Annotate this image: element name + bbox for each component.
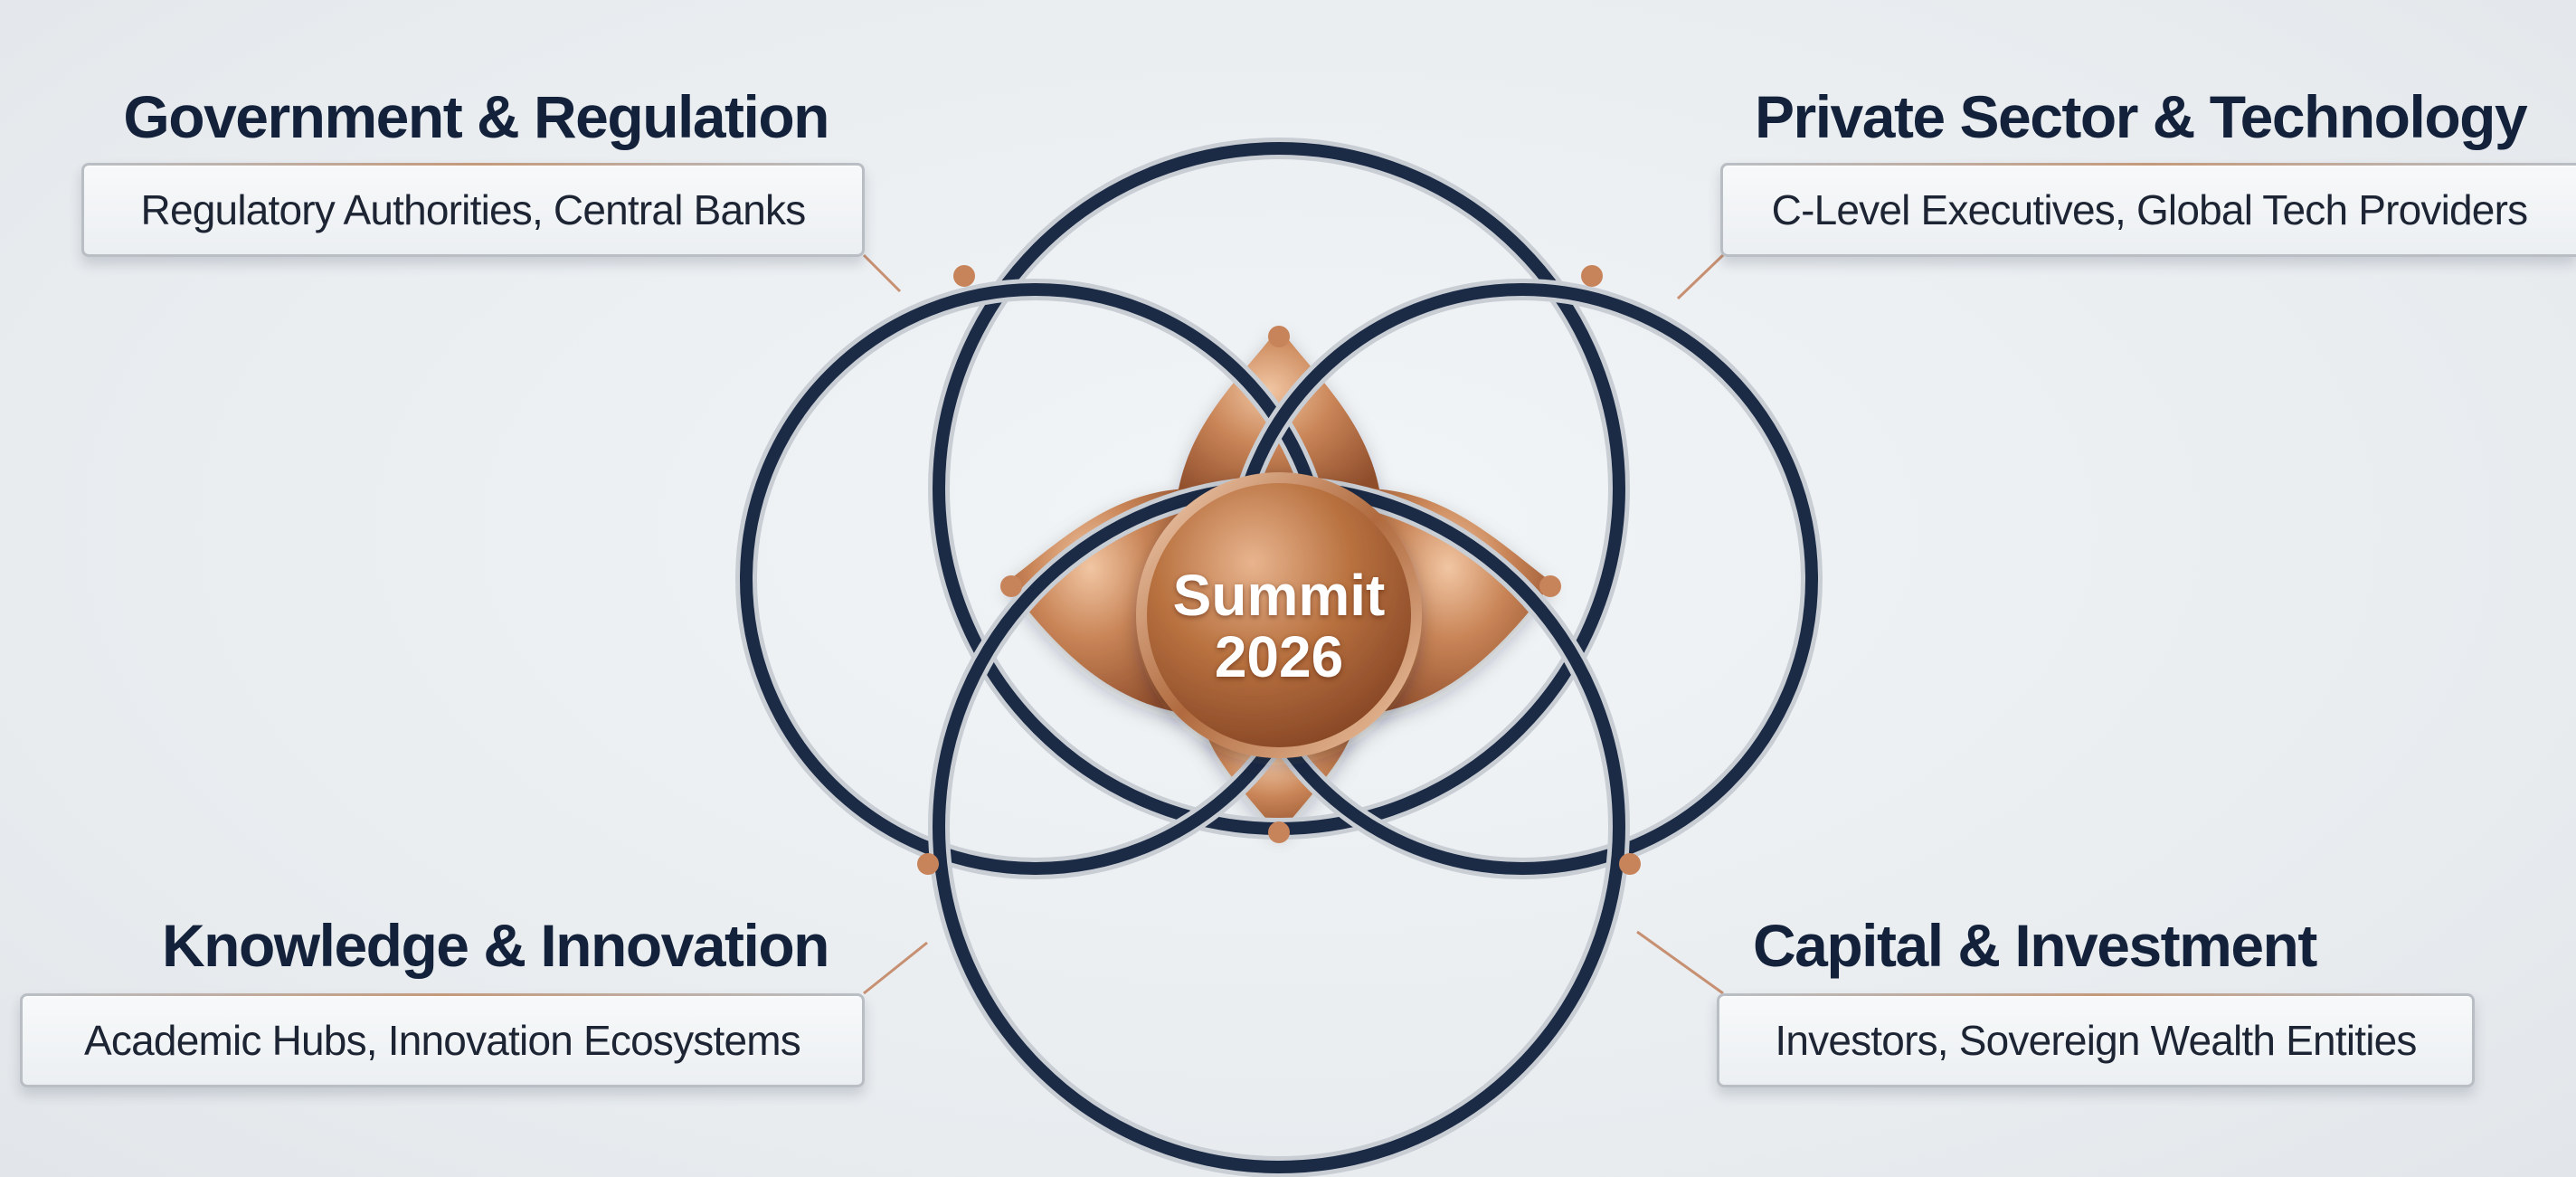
private-sector-technology-subtitle: C-Level Executives, Global Tech Provider… xyxy=(1771,186,2528,233)
crossing-accent xyxy=(1268,326,1290,347)
summit-medal xyxy=(1136,472,1422,758)
knowledge-innovation-box: Academic Hubs, Innovation Ecosystems xyxy=(20,993,865,1087)
government-regulation-subtitle: Regulatory Authorities, Central Banks xyxy=(140,186,807,233)
crossing-accent xyxy=(917,853,939,875)
crossing-accent xyxy=(953,265,975,287)
capital-investment-subtitle: Investors, Sovereign Wealth Entities xyxy=(1775,1017,2417,1064)
connector-lines xyxy=(862,253,1725,995)
government-regulation-title: Government & Regulation xyxy=(123,83,829,150)
crossing-accent xyxy=(1619,853,1641,875)
connector-top-left xyxy=(862,253,902,293)
connector-top-right xyxy=(1676,253,1725,300)
summit-label-line1: Summit xyxy=(1172,563,1386,628)
summit-label: Summit 2026 xyxy=(1173,565,1386,688)
connector-bottom-left xyxy=(863,941,928,995)
knowledge-innovation-subtitle: Academic Hubs, Innovation Ecosystems xyxy=(84,1017,801,1064)
capital-investment-box: Investors, Sovereign Wealth Entities xyxy=(1717,993,2475,1087)
crossing-accent xyxy=(1000,575,1022,597)
crossing-accent xyxy=(1581,265,1603,287)
crossing-accents xyxy=(917,265,1641,875)
capital-investment-title: Capital & Investment xyxy=(1753,912,2317,979)
knowledge-innovation-title: Knowledge & Innovation xyxy=(162,912,830,979)
connector-bottom-right xyxy=(1636,930,1724,995)
summit-label-line2: 2026 xyxy=(1214,624,1344,689)
private-sector-technology-box: C-Level Executives, Global Tech Provider… xyxy=(1720,163,2576,257)
crossing-accent xyxy=(1539,575,1561,597)
crossing-accent xyxy=(1268,821,1290,843)
private-sector-technology-title: Private Sector & Technology xyxy=(1755,83,2528,150)
government-regulation-box: Regulatory Authorities, Central Banks xyxy=(81,163,865,257)
